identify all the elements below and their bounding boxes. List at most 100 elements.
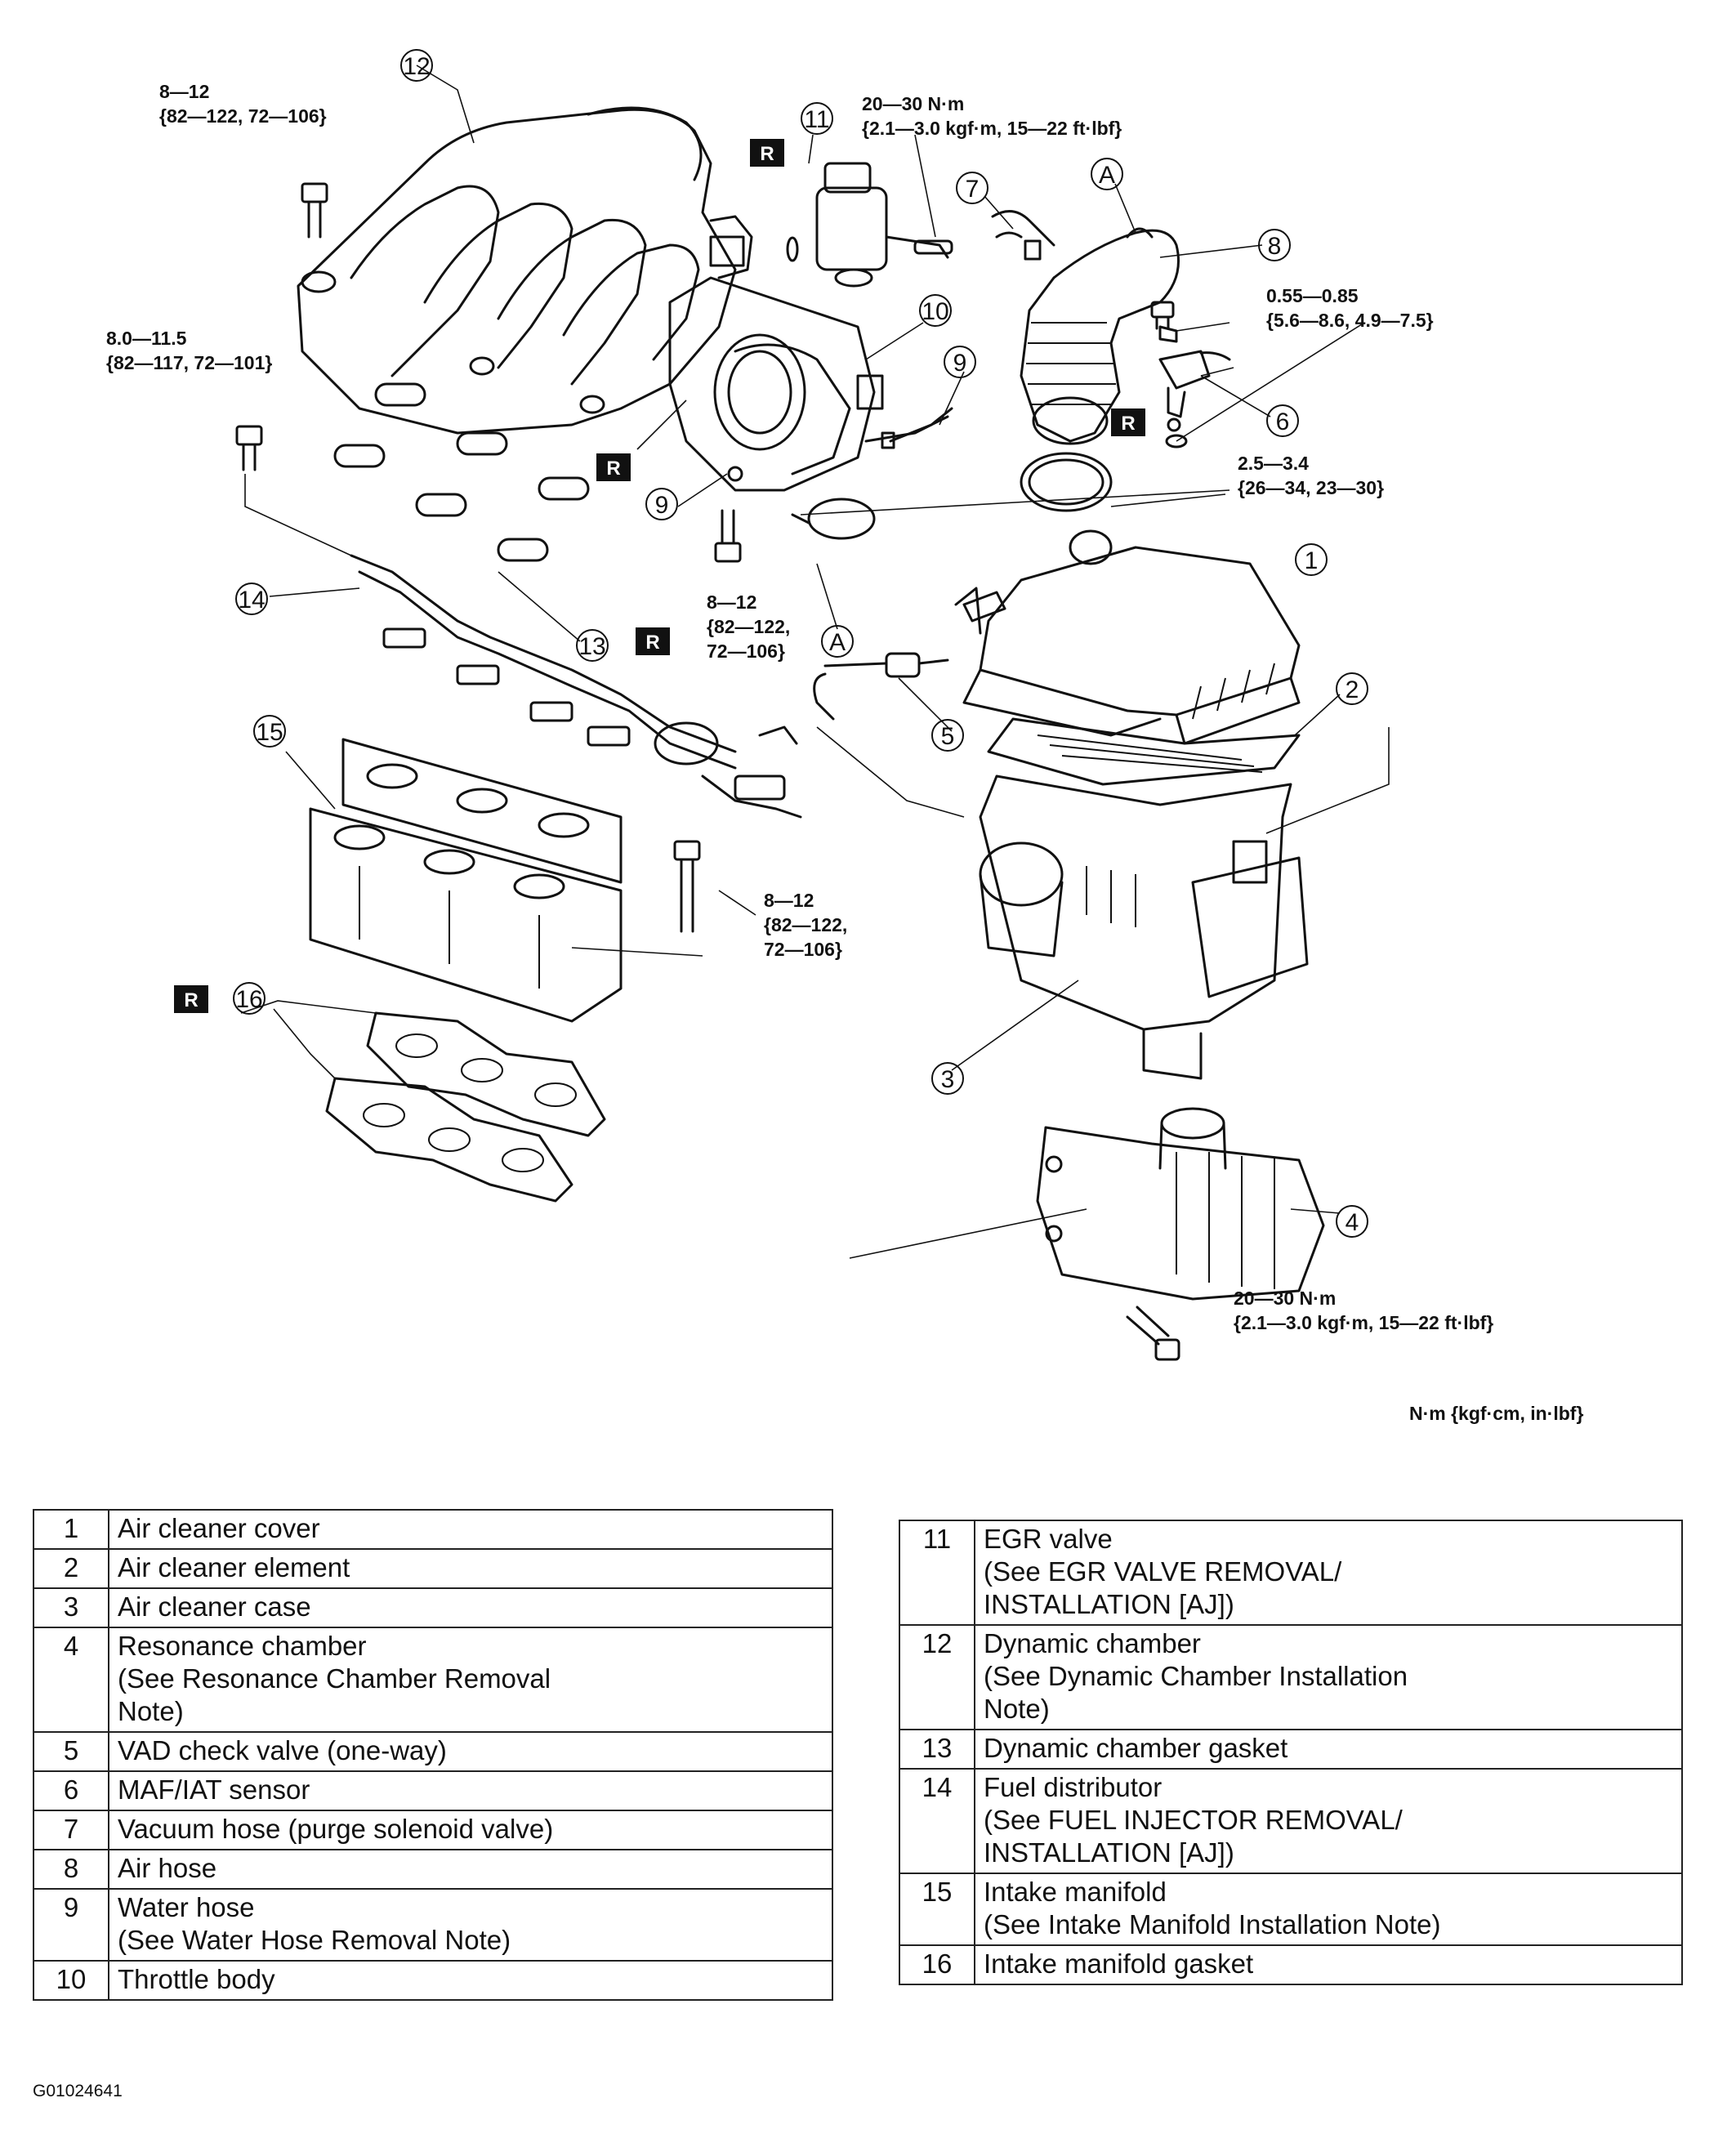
callout-8: 8 [1258,229,1291,261]
callout-9-bottom: 9 [645,488,678,520]
description-line: Note) [984,1694,1050,1724]
part-description: MAF/IAT sensor [108,1770,833,1811]
callout-12: 12 [400,49,433,82]
spec-clamp: 2.5—3.4 {26—34, 23—30} [1238,453,1384,498]
svg-text:R: R [184,989,198,1011]
svg-text:R: R [645,632,659,654]
callout-7: 7 [956,172,988,204]
spec-bolt-fuel-distributor: 8.0—11.5 {82—117, 72—101} [106,328,272,373]
svg-text:3: 3 [941,1066,955,1093]
part-number: 3 [33,1587,109,1628]
callout-3: 3 [931,1062,964,1095]
bolt-icon [235,425,263,471]
air-cleaner-case-drawing [979,774,1309,1080]
description-line: Air hose [118,1853,217,1883]
svg-text:{82—122,: {82—122, [707,616,790,637]
replace-mark: R [636,627,670,655]
part-description: Vacuum hose (purge solenoid valve) [108,1810,833,1850]
part-number: 7 [33,1810,109,1850]
hose-clamps-drawing [791,452,1113,565]
table-row: 7 Vacuum hose (purge solenoid valve) [33,1810,833,1850]
callout-4: 4 [1336,1205,1368,1238]
leader-lines [240,65,1390,1259]
replace-mark: R [174,985,208,1013]
svg-text:{26—34, 23—30}: {26—34, 23—30} [1238,477,1384,498]
callout-16: 16 [233,982,266,1015]
description-line: Air cleaner cover [118,1513,320,1543]
bolt-icon [301,182,328,239]
table-row: 1 Air cleaner cover [33,1509,833,1550]
svg-text:0.55—0.85: 0.55—0.85 [1266,285,1359,306]
part-description: Air cleaner case [108,1587,833,1628]
bolt-icon [673,840,701,933]
replace-mark: R [750,139,784,167]
spec-bolt-egr: 20—30 N·m {2.1—3.0 kgf·m, 15—22 ft·lbf} [862,93,1122,139]
maf-sensor-drawing [1158,325,1231,449]
svg-text:13: 13 [578,633,605,660]
part-description: Resonance chamber(See Resonance Chamber … [108,1627,833,1733]
vad-check-valve-drawing [813,587,982,721]
part-number: 9 [33,1888,109,1962]
table-row: 13 Dynamic chamber gasket [899,1729,1683,1770]
svg-text:R: R [606,458,620,480]
svg-text:R: R [1121,413,1135,435]
water-hose-drawing [881,407,953,449]
part-number: 15 [899,1873,975,1946]
bolt-icon [714,509,742,563]
description-line: Dynamic chamber gasket [984,1733,1288,1763]
intake-manifold-gasket-drawing [325,1011,606,1203]
svg-text:9: 9 [655,492,669,519]
svg-text:8.0—11.5: 8.0—11.5 [106,328,187,349]
description-line: (See EGR VALVE REMOVAL/ [984,1556,1342,1587]
part-description: Fuel distributor(See FUEL INJECTOR REMOV… [974,1768,1683,1874]
callout-2: 2 [1336,672,1368,705]
svg-text:{2.1—3.0 kgf·m, 15—22 ft·lbf}: {2.1—3.0 kgf·m, 15—22 ft·lbf} [1234,1312,1493,1333]
diagram-drawing: 1 2 3 4 5 6 7 8 9 9 10 11 12 13 14 15 16… [106,49,1493,1361]
point-a-bottom: A [821,625,854,658]
point-a-top: A [1091,158,1123,190]
description-line: Vacuum hose (purge solenoid valve) [118,1814,554,1844]
callout-10: 10 [919,294,952,327]
svg-text:{2.1—3.0 kgf·m, 15—22 ft·lbf}: {2.1—3.0 kgf·m, 15—22 ft·lbf} [862,118,1122,139]
vacuum-hose-drawing [991,210,1055,261]
description-line: (See Water Hose Removal Note) [118,1925,511,1955]
egr-valve-drawing [786,162,953,288]
callout-6: 6 [1266,404,1299,437]
svg-text:R: R [760,143,774,165]
air-hose-drawing [1020,227,1180,445]
spec-bolt-intake: 8—12 {82—122, 72—106} [764,890,847,960]
svg-text:7: 7 [966,176,980,203]
svg-text:20—30 N·m: 20—30 N·m [1234,1288,1336,1309]
description-line: Air cleaner element [118,1552,350,1582]
description-line: INSTALLATION [AJ]) [984,1837,1234,1868]
part-number: 13 [899,1729,975,1770]
svg-text:9: 9 [953,350,967,377]
description-line: Intake manifold gasket [984,1948,1254,1979]
svg-text:8: 8 [1268,233,1282,260]
air-cleaner-cover-drawing [962,546,1301,745]
part-number: 1 [33,1509,109,1550]
description-line: Dynamic chamber [984,1628,1201,1658]
svg-text:10: 10 [922,298,948,325]
callout-9-top: 9 [944,346,976,378]
svg-text:8—12: 8—12 [707,591,756,613]
description-line: Note) [118,1696,184,1726]
description-line: EGR valve [984,1524,1113,1554]
description-line: INSTALLATION [AJ]) [984,1589,1234,1619]
description-line: (See FUEL INJECTOR REMOVAL/ [984,1805,1403,1835]
part-description: Water hose(See Water Hose Removal Note) [108,1888,833,1962]
dynamic-chamber-drawing [297,106,753,435]
svg-text:5: 5 [941,723,955,750]
svg-text:72—106}: 72—106} [707,641,785,662]
part-number: 5 [33,1731,109,1772]
svg-text:4: 4 [1346,1209,1359,1236]
